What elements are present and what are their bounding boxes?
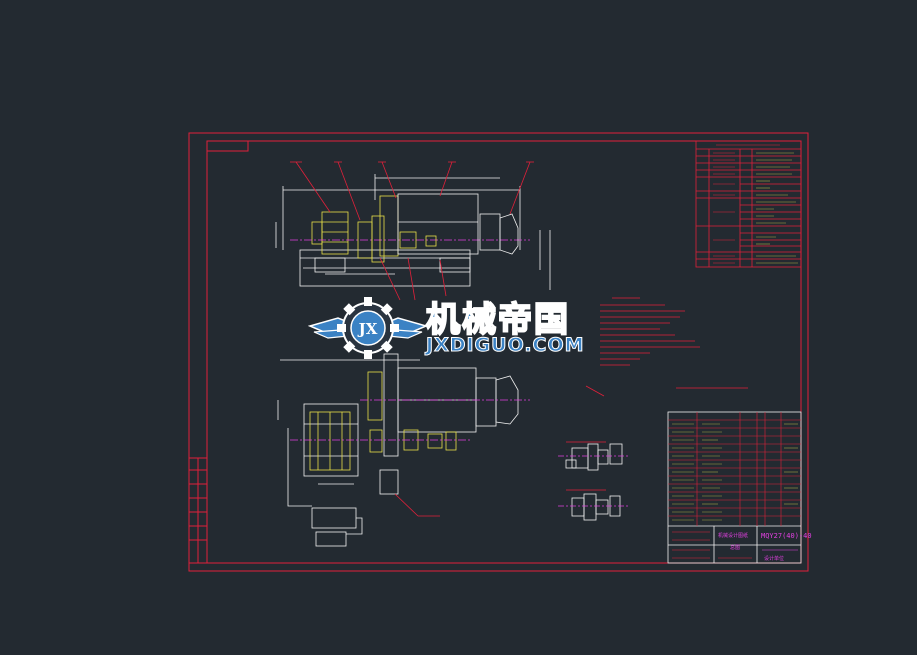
emblem-letters: JX [357, 320, 378, 338]
mill-plan-view [277, 353, 605, 547]
gear-wings-emblem-icon: JX [308, 297, 428, 359]
detail-view-b [558, 489, 630, 521]
watermark-title: 机械帝国 [425, 299, 570, 341]
title-scale-text: 总图 [730, 544, 740, 551]
parameter-table-fill [756, 152, 798, 264]
parameter-table-labels [713, 144, 780, 264]
parts-list-rows [668, 412, 801, 526]
parts-list-table [667, 411, 802, 564]
title-subtitle-text: 机械设计图纸 [718, 532, 748, 539]
mill-top-view [275, 161, 551, 301]
detail-view-a [558, 441, 630, 471]
title-block-text: MQY27(40)-40 机械设计图纸 设计单位 总图 [672, 531, 812, 562]
title-company-text: 设计单位 [764, 555, 784, 562]
watermark: JX 机械帝国 JXDIGUO.COM [308, 292, 608, 364]
watermark-subtitle: JXDIGUO.COM [426, 334, 585, 357]
sheet-border [188, 132, 809, 572]
drawing-number-text: MQY27(40)-40 [761, 532, 812, 540]
parts-list-entries [672, 423, 798, 521]
parameter-table [695, 140, 802, 268]
technical-notes [600, 297, 748, 389]
